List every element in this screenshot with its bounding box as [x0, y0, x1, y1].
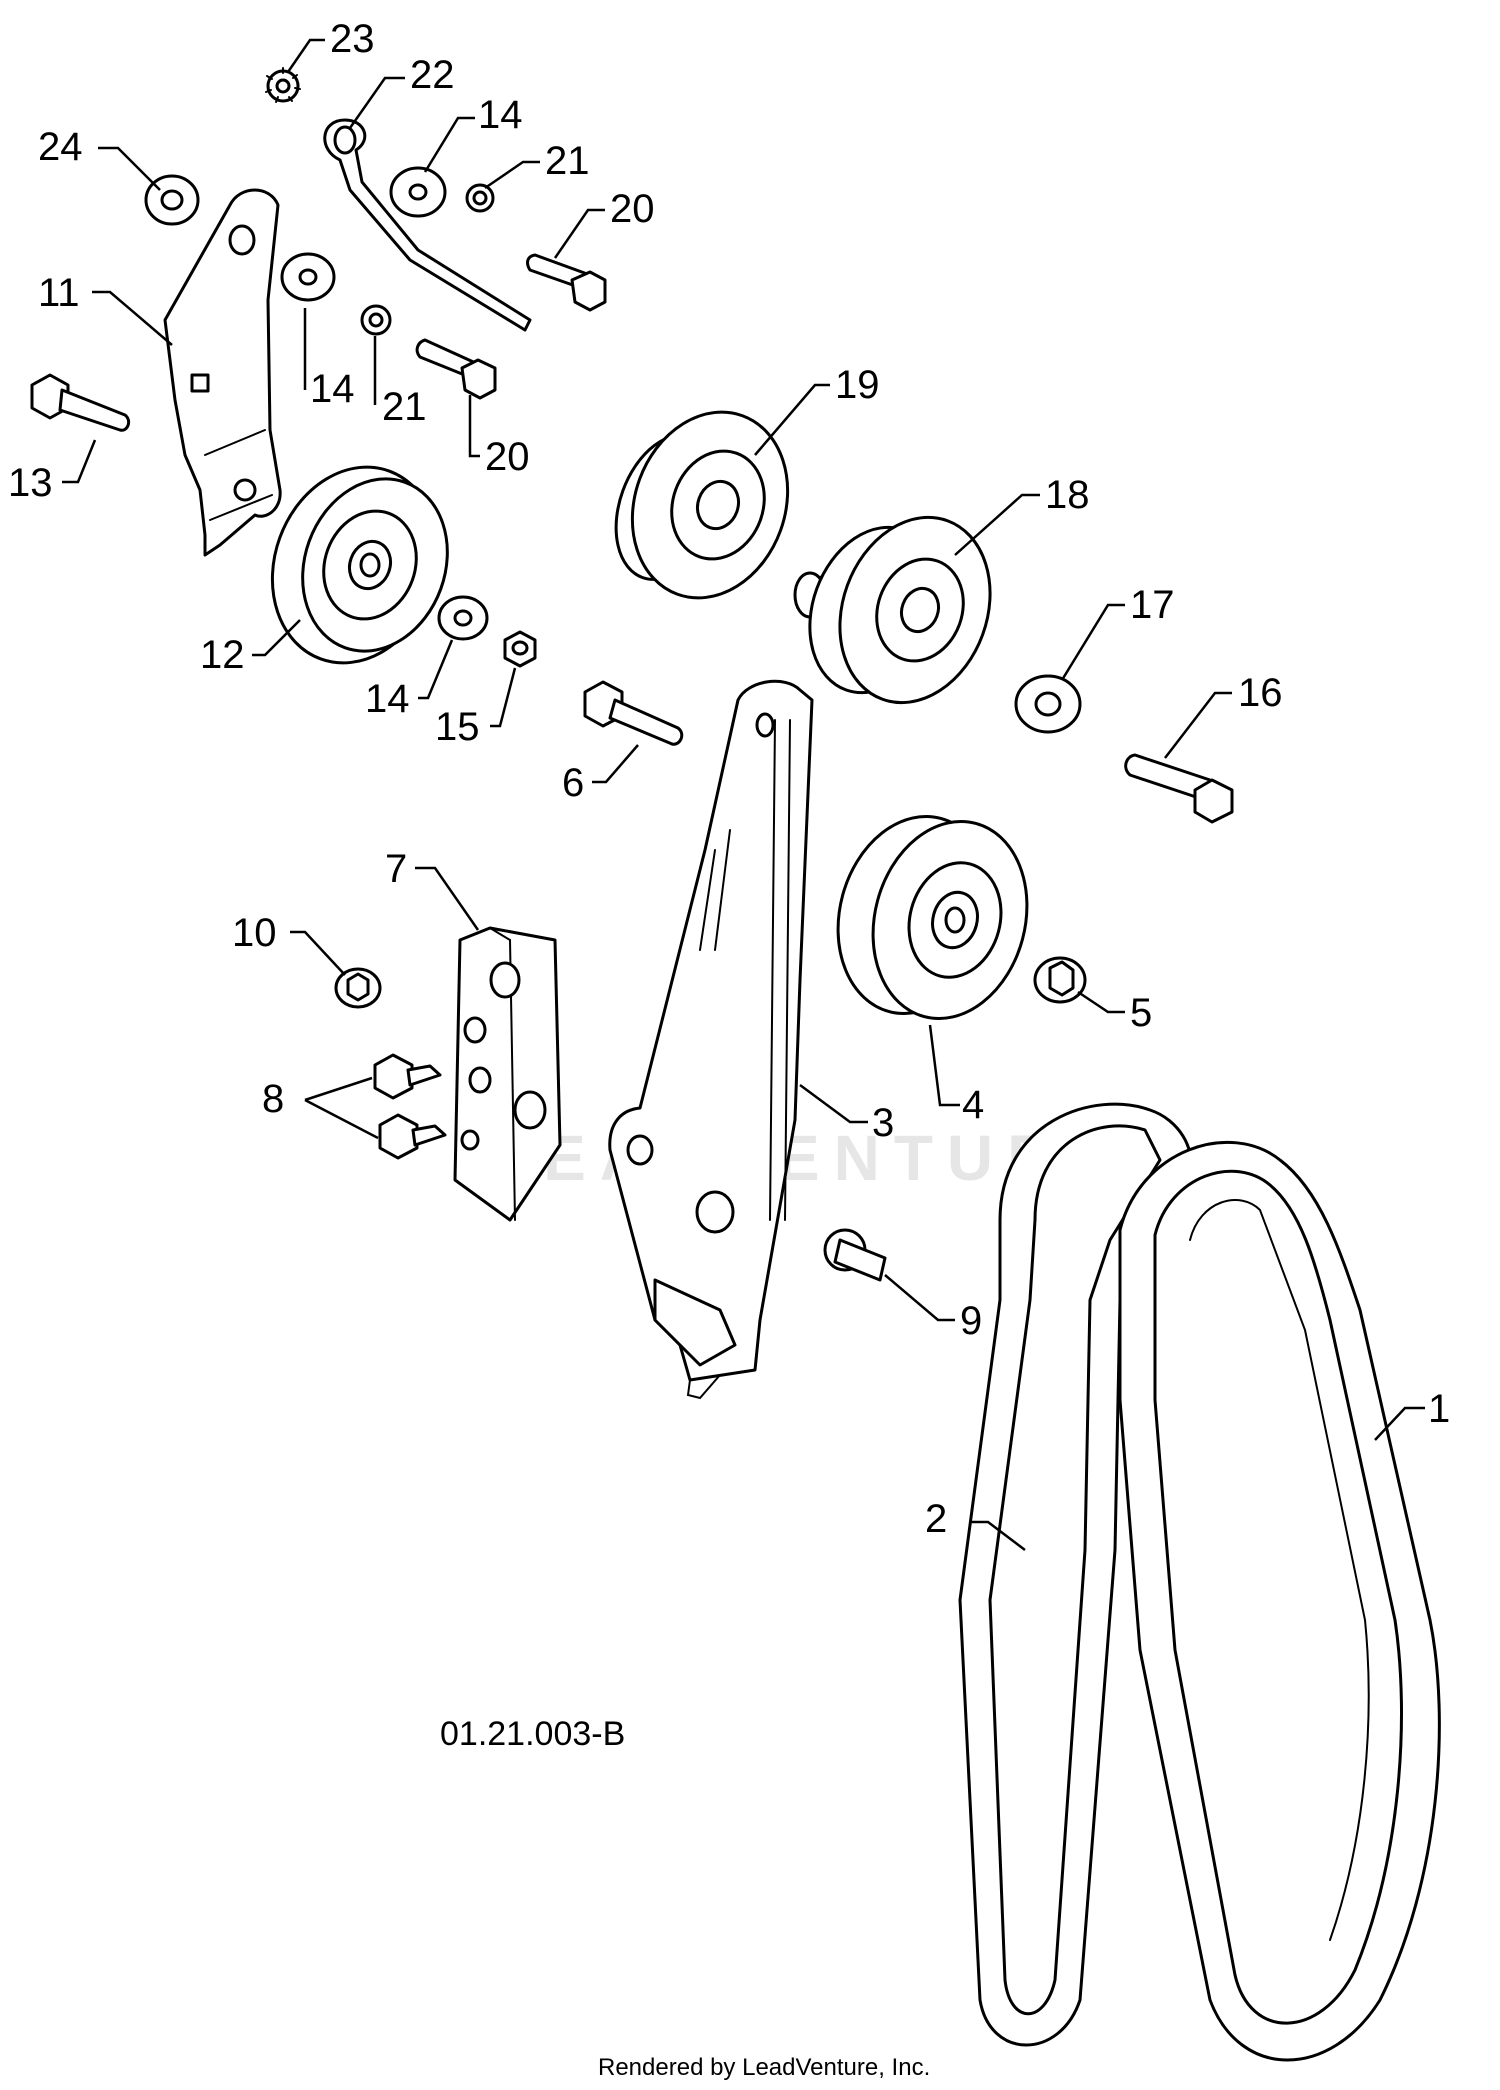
part-23-lock-washer: [265, 67, 301, 103]
part-14-washer-b: [280, 252, 336, 302]
callout-13: 13: [8, 461, 53, 505]
callout-4: 4: [962, 1083, 984, 1127]
part-12-idler-pulley: [270, 465, 449, 665]
callout-5: 5: [1130, 991, 1152, 1035]
callout-labels: 1 2 3 4 5 6 7 8 9 10 11 12 13 14 14 14 1…: [8, 17, 1450, 1541]
leader-lines: [62, 38, 1425, 1551]
callout-1: 1: [1428, 1387, 1450, 1431]
callout-21-a: 21: [545, 139, 590, 183]
part-4-idler-pulley: [836, 814, 1029, 1021]
callout-10: 10: [232, 911, 277, 955]
part-14-washer-c: [437, 595, 489, 641]
callout-18: 18: [1045, 473, 1090, 517]
callout-20-a: 20: [610, 187, 655, 231]
part-18-pulley: [793, 515, 992, 705]
callout-24: 24: [38, 125, 83, 169]
part-8-screws: [373, 1053, 447, 1160]
part-3-mounting-bracket: [608, 679, 814, 1400]
callout-23: 23: [330, 17, 375, 61]
part-7-plate: [453, 926, 562, 1222]
part-9-bolt: [823, 1228, 887, 1282]
part-20-bolt-b: [415, 338, 497, 400]
render-credit: Rendered by LeadVenture, Inc.: [598, 2054, 930, 2081]
callout-2: 2: [925, 1497, 947, 1541]
callout-15: 15: [435, 705, 480, 749]
callout-22: 22: [410, 53, 455, 97]
callout-6: 6: [562, 761, 584, 805]
callout-21-b: 21: [382, 385, 427, 429]
figure-id: 01.21.003-B: [440, 1715, 625, 1753]
part-1-belt: [1118, 1140, 1441, 2062]
part-17-spacer: [1014, 674, 1082, 734]
callout-14-b: 14: [310, 367, 355, 411]
part-20-bolt-a: [526, 253, 607, 312]
callout-17: 17: [1130, 583, 1175, 627]
callout-3: 3: [872, 1101, 894, 1145]
callout-16: 16: [1238, 671, 1283, 715]
callout-9: 9: [960, 1299, 982, 1343]
part-11-bracket: [163, 188, 282, 557]
part-15-nut: [503, 630, 537, 668]
callout-19: 19: [835, 363, 880, 407]
part-21-nut-a: [465, 183, 495, 213]
callout-7: 7: [385, 847, 407, 891]
callout-8: 8: [262, 1077, 284, 1121]
callout-14-a: 14: [478, 93, 523, 137]
part-19-pulley: [614, 410, 790, 600]
callout-14-c: 14: [365, 677, 410, 721]
part-16-bolt: [1124, 753, 1234, 824]
part-21-nut-b: [360, 304, 392, 336]
part-13-bolt: [30, 373, 131, 432]
part-14-washer-a: [389, 166, 447, 218]
callout-11: 11: [38, 271, 80, 315]
part-10-nut: [334, 967, 382, 1009]
callout-12: 12: [200, 633, 245, 677]
part-5-flange-nut: [1033, 956, 1087, 1004]
callout-20-b: 20: [485, 435, 530, 479]
part-22-rod: [323, 118, 532, 332]
part-6-bolt: [583, 680, 684, 746]
